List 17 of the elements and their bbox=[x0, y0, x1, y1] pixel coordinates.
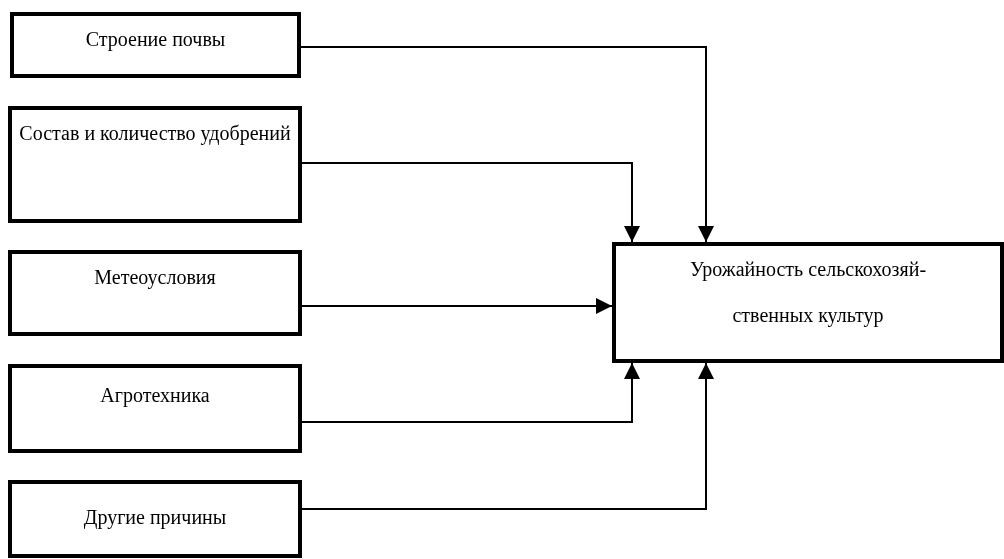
process-box bbox=[8, 480, 302, 558]
box-label: Другие причины bbox=[82, 505, 228, 531]
process-box bbox=[612, 242, 1004, 363]
arrow bbox=[301, 362, 640, 423]
arrow bbox=[301, 298, 613, 314]
process-box bbox=[8, 250, 302, 336]
arrow bbox=[300, 46, 714, 243]
process-box bbox=[8, 106, 302, 223]
box-label: Строение почвы bbox=[84, 27, 227, 53]
arrow bbox=[301, 162, 640, 243]
box-label: Состав и количество удобрений bbox=[18, 121, 292, 147]
process-box bbox=[10, 12, 301, 78]
box-label: Урожайность сельскохозяй- ственных культур bbox=[688, 257, 928, 329]
box-label: Метеоусловия bbox=[93, 265, 217, 291]
box-label: Агротехника bbox=[99, 383, 211, 409]
arrow bbox=[301, 362, 714, 510]
process-box bbox=[8, 364, 302, 453]
